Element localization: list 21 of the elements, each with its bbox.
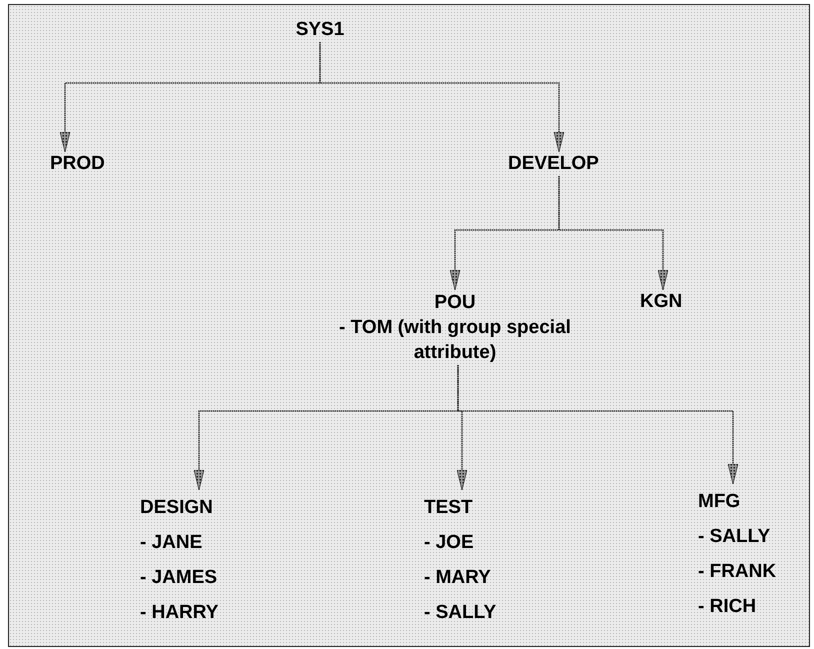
connector-arrow bbox=[457, 365, 738, 484]
member-entry: - JAMES bbox=[140, 566, 218, 590]
group-name: POU bbox=[433, 291, 477, 315]
member-entry: - FRANK bbox=[698, 560, 778, 584]
group-name: TEST bbox=[424, 496, 474, 520]
member-entry: - HARRY bbox=[140, 601, 220, 625]
group-name: KGN bbox=[640, 290, 684, 314]
member-entry: - SALLY bbox=[698, 525, 772, 549]
group-name: SYS1 bbox=[294, 18, 346, 42]
group-name: DEVELOP bbox=[508, 152, 600, 176]
member-entry: - JANE bbox=[140, 531, 204, 555]
member-entry: - SALLY bbox=[424, 601, 498, 625]
connector-arrow bbox=[319, 42, 564, 152]
member-entry: - RICH bbox=[698, 595, 758, 619]
group-name: PROD bbox=[50, 152, 106, 176]
member-entry: - JOE bbox=[424, 531, 475, 555]
member-entry: - TOM (with group special attribute) bbox=[338, 316, 572, 365]
member-entry: - MARY bbox=[424, 566, 492, 590]
connector-arrow bbox=[558, 176, 668, 290]
group-name: DESIGN bbox=[140, 496, 214, 520]
group-name: MFG bbox=[698, 490, 742, 514]
